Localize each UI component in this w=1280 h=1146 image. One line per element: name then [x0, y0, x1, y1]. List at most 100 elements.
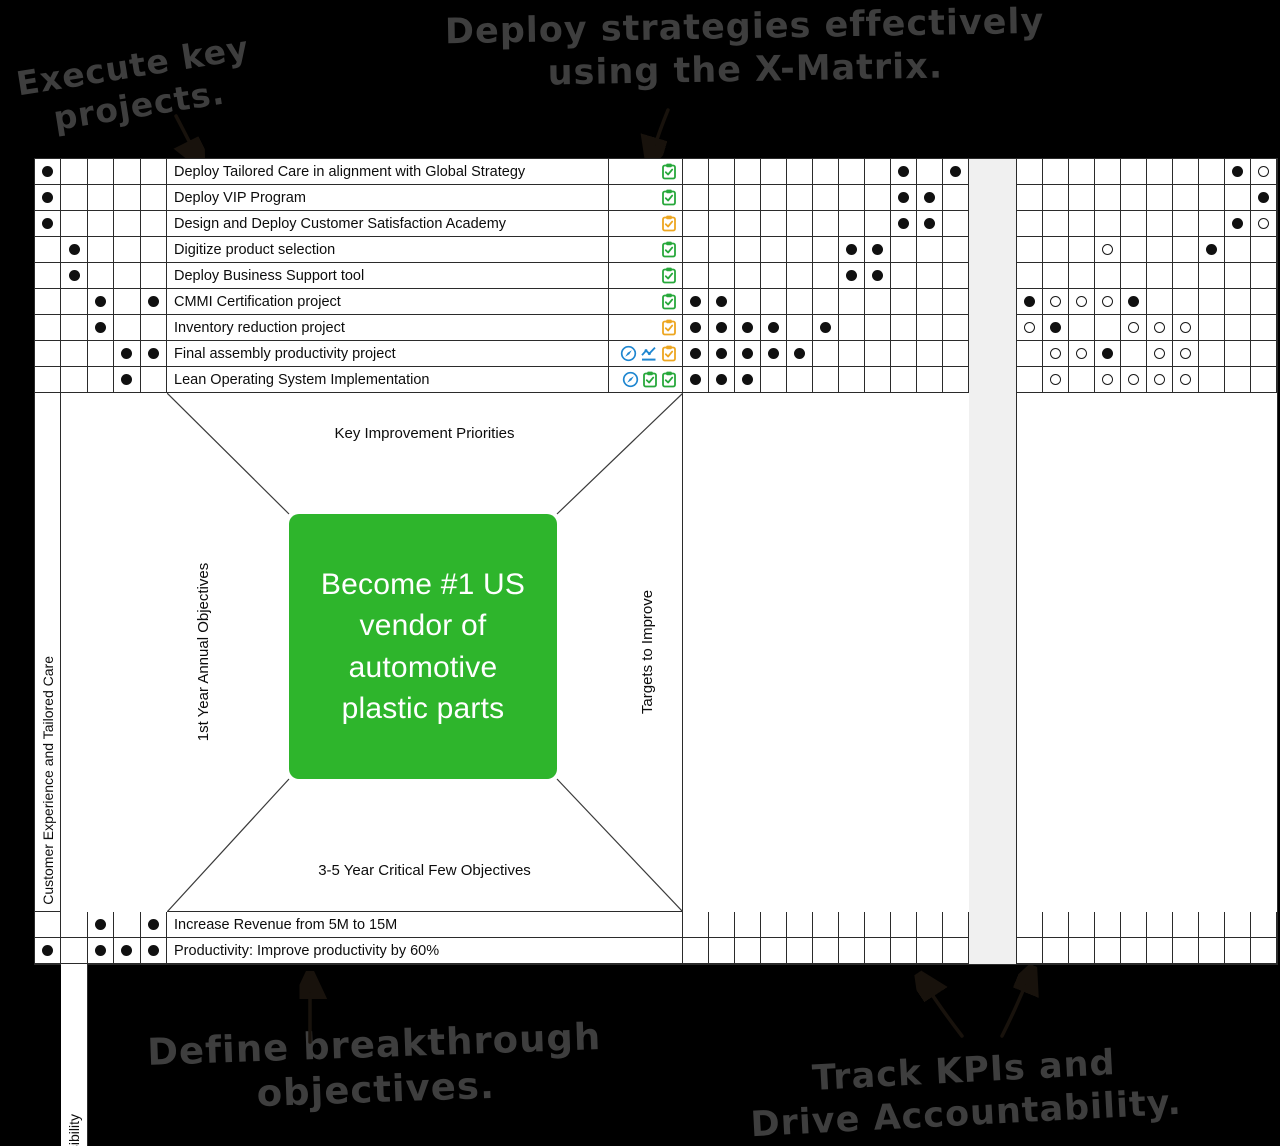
- kpi-correlation-cell: [761, 341, 787, 367]
- owner-correlation-cell: [1199, 237, 1225, 263]
- kpi-correlation-cell: [839, 341, 865, 367]
- correlation-dot: [846, 270, 857, 281]
- owner-correlation-cell: [1225, 341, 1251, 367]
- secondary-owner-ring: [1180, 348, 1191, 359]
- owner-correlation-cell: [1121, 912, 1147, 938]
- kpi-correlation-cell: [735, 289, 761, 315]
- kpi-correlation-cell: [917, 367, 943, 393]
- kpi-correlation-cell: [891, 211, 917, 237]
- owner-correlation-cell: [1225, 289, 1251, 315]
- kpi-correlation-cell: [891, 159, 917, 185]
- owner-correlation-cell: [1199, 159, 1225, 185]
- kpi-correlation-cell: [943, 263, 969, 289]
- correlation-dot: [94, 919, 106, 930]
- secondary-owner-ring: [1102, 374, 1113, 385]
- kpi-correlation-cell: [787, 341, 813, 367]
- owner-correlation-cell: [1043, 211, 1069, 237]
- owner-correlation-cell: [1225, 938, 1251, 964]
- project-row: Design and Deploy Customer Satisfaction …: [167, 211, 609, 237]
- clipboard-check-icon: [661, 319, 677, 336]
- kpi-correlation-cell: [683, 185, 709, 211]
- quadrant-label-top: Key Improvement Priorities: [334, 425, 515, 442]
- kpi-correlation-cell: [943, 938, 969, 964]
- kpi-correlation-cell: [787, 185, 813, 211]
- kpi-correlation-cell: [943, 912, 969, 938]
- kpi-correlation-cell: [735, 315, 761, 341]
- objective-correlation-cell: [87, 263, 115, 289]
- owner-correlation-cell: [1095, 367, 1121, 393]
- kpi-correlation-cell: [891, 185, 917, 211]
- kpi-correlation-cell: [787, 211, 813, 237]
- owner-correlation-cell: [1147, 367, 1173, 393]
- kpi-correlation-cell: [891, 341, 917, 367]
- kpi-correlation-cell: [839, 211, 865, 237]
- breakthrough-objective-label: Increase Revenue from 5M to 15M: [174, 916, 398, 933]
- kpi-correlation-cell: [735, 237, 761, 263]
- kpi-correlation-cell: [735, 159, 761, 185]
- project-row: Final assembly productivity project: [167, 341, 609, 367]
- owner-correlation-cell: [1147, 289, 1173, 315]
- objective-correlation-cell: [140, 185, 167, 211]
- kpi-correlation-cell: [891, 938, 917, 964]
- kpi-correlation-cell: [709, 237, 735, 263]
- correlation-dot: [716, 374, 727, 385]
- primary-owner-dot: [1050, 322, 1061, 333]
- kpi-correlation-cell: [943, 211, 969, 237]
- owner-correlation-cell: [1095, 938, 1121, 964]
- owner-correlation-cell: [1069, 211, 1095, 237]
- kpi-correlation-cell: [943, 289, 969, 315]
- correlation-dot: [690, 374, 701, 385]
- objective-correlation-cell: [87, 159, 115, 185]
- kpi-correlation-cell: [813, 185, 839, 211]
- correlation-dot: [898, 218, 909, 229]
- owner-correlation-cell: [1173, 367, 1199, 393]
- kpi-correlation-cell: [761, 315, 787, 341]
- correlation-dot: [42, 218, 54, 229]
- correlation-dot: [742, 322, 753, 333]
- correlation-dot: [121, 348, 133, 359]
- owner-correlation-cell: [1199, 185, 1225, 211]
- annual-objective-column: Customer Experience and Tailored Care: [35, 393, 62, 912]
- secondary-owner-ring: [1180, 374, 1191, 385]
- project-label: Deploy Tailored Care in alignment with G…: [174, 163, 526, 180]
- owner-correlation-cell: [1173, 315, 1199, 341]
- project-label: CMMI Certification project: [174, 293, 341, 310]
- owner-correlation-cell: [1095, 289, 1121, 315]
- owner-correlation-cell: [1121, 263, 1147, 289]
- owner-correlation-cell: [1043, 315, 1069, 341]
- owner-correlation-cell: [1199, 341, 1225, 367]
- correlation-dot: [147, 945, 159, 956]
- kpi-correlation-cell: [891, 912, 917, 938]
- correlation-dot: [121, 374, 133, 385]
- objective-correlation-cell: [140, 341, 167, 367]
- objective-correlation-cell: [61, 912, 88, 938]
- vision-statement: Become #1 US vendor of automotive plasti…: [289, 514, 557, 779]
- owner-correlation-cell: [1069, 263, 1095, 289]
- owner-correlation-cell: [1069, 315, 1095, 341]
- owner-correlation-cell: [1199, 367, 1225, 393]
- owner-correlation-cell: [1173, 938, 1199, 964]
- kpi-correlation-cell: [917, 289, 943, 315]
- owner-correlation-cell: [1173, 341, 1199, 367]
- secondary-owner-ring: [1154, 322, 1165, 333]
- kpi-correlation-cell: [787, 263, 813, 289]
- objective-correlation-cell: [140, 938, 167, 964]
- objective-correlation-cell: [35, 367, 62, 393]
- annual-objective-label: Increase knowledge, communication, and v…: [66, 1114, 82, 1146]
- owner-correlation-cell: [1199, 938, 1225, 964]
- kpi-correlation-cell: [683, 938, 709, 964]
- clipboard-check-icon: [642, 371, 658, 388]
- owner-correlation-cell: [1121, 237, 1147, 263]
- kpi-correlation-cell: [709, 185, 735, 211]
- owner-correlation-cell: [1017, 211, 1043, 237]
- quadrant-label-right: Targets to Improve: [639, 589, 656, 715]
- project-row: CMMI Certification project: [167, 289, 609, 315]
- kpi-correlation-cell: [683, 211, 709, 237]
- objective-correlation-cell: [61, 315, 88, 341]
- objective-correlation-cell: [114, 315, 141, 341]
- kpi-correlation-cell: [813, 237, 839, 263]
- objective-correlation-cell: [35, 289, 62, 315]
- kpi-correlation-cell: [943, 237, 969, 263]
- kpi-correlation-cell: [891, 367, 917, 393]
- owner-correlation-cell: [1095, 263, 1121, 289]
